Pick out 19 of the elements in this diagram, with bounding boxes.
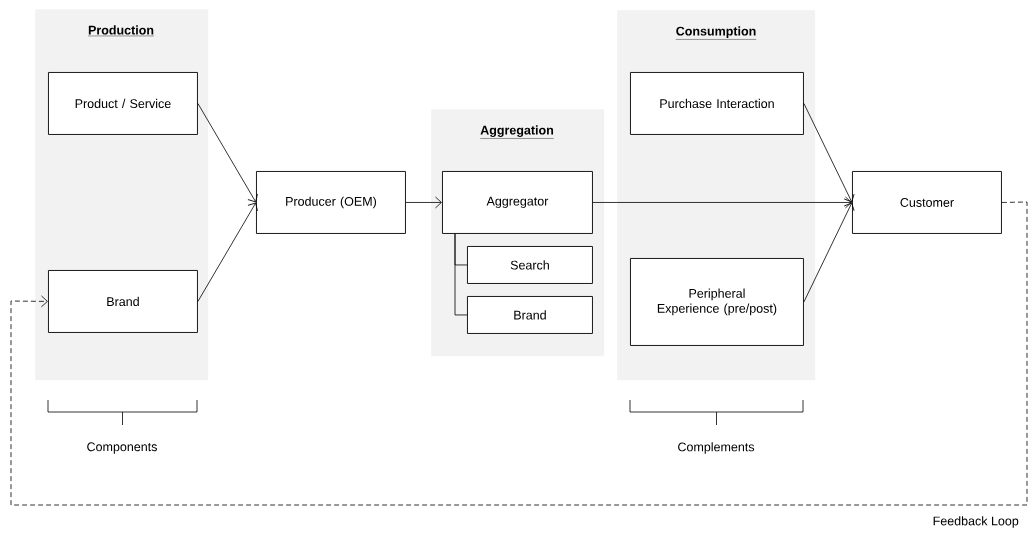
process-box: Producer (OEM) [256, 171, 406, 234]
process-box: Peripheral Experience (pre/post) [630, 258, 804, 346]
arrow [803, 202, 855, 303]
arrow [197, 202, 258, 302]
group-label: Complements [678, 442, 755, 454]
process-box: Purchase Interaction [630, 72, 804, 135]
arrow [10, 201, 1028, 506]
arrow [197, 103, 258, 203]
process-box: Aggregator [442, 171, 593, 234]
process-box: Brand [48, 270, 198, 333]
edge-label: Feedback Loop [933, 516, 1019, 528]
arrow [405, 196, 442, 209]
process-box: Customer [852, 171, 1002, 234]
process-box: Product / Service [48, 72, 198, 135]
arrow [803, 103, 855, 203]
process-box: Search [467, 246, 593, 284]
group-label: Components [87, 442, 157, 454]
arrow [592, 196, 852, 209]
process-box: Brand [467, 296, 593, 334]
